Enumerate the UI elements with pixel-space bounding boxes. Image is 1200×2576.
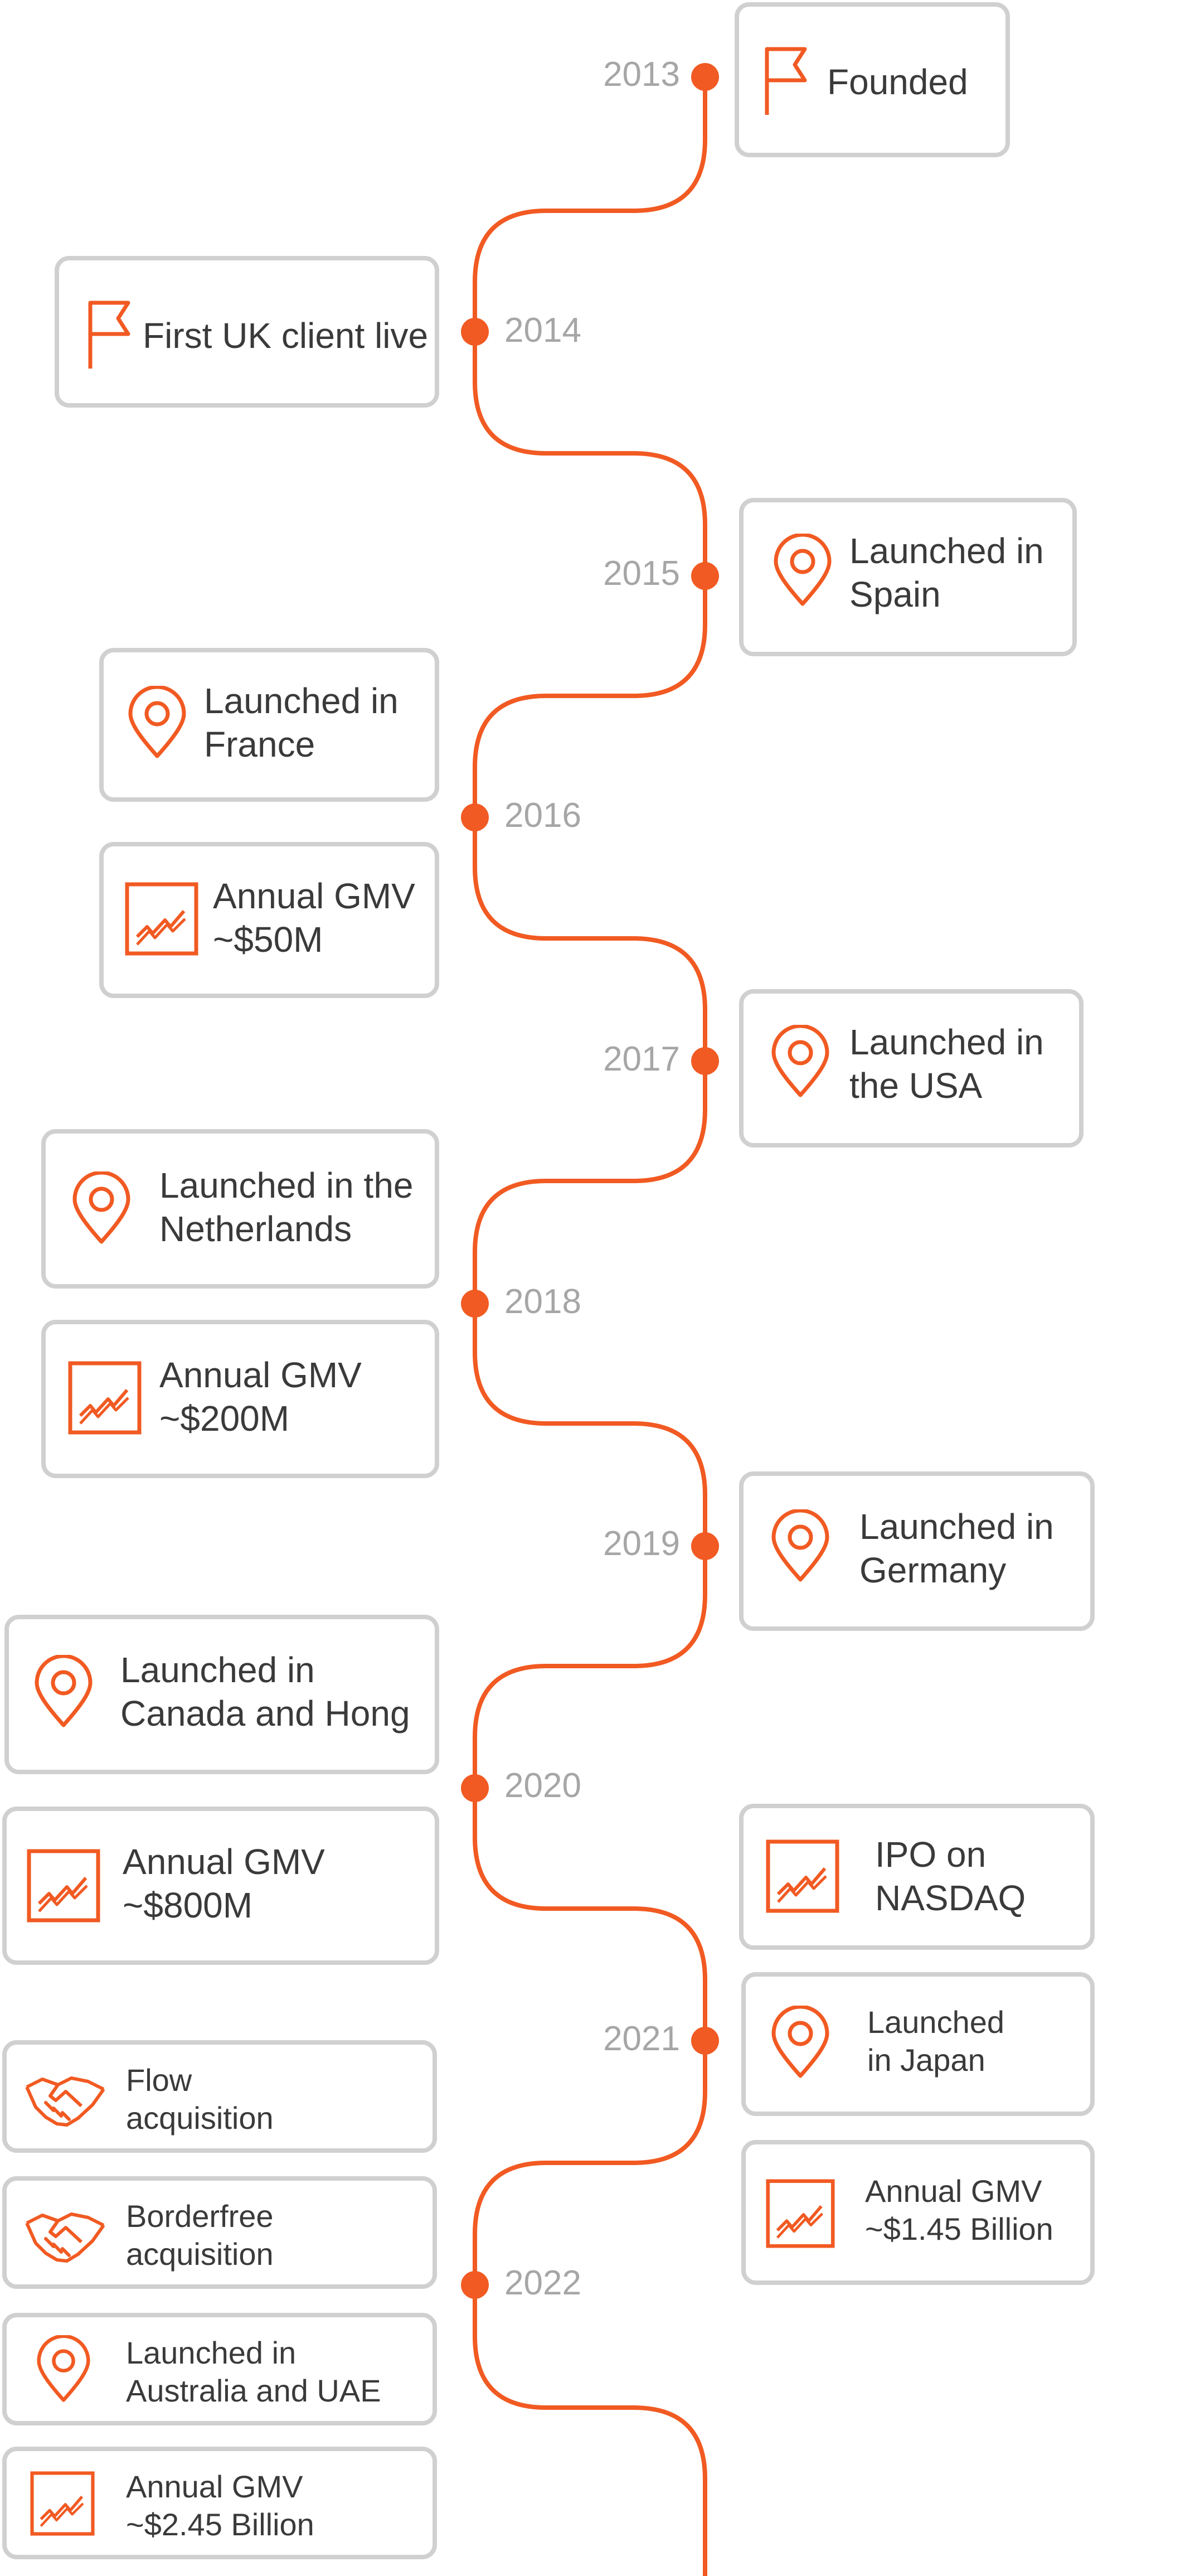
milestone-card-gmv200: Annual GMV ~$200M (41, 1320, 439, 1478)
milestone-label: Launched in Spain (849, 531, 1044, 615)
milestone-card-australia: Launched in Australia and UAE (2, 2313, 437, 2425)
year-label: 2020 (504, 1766, 581, 1805)
milestone-card-uk: First UK client live (55, 256, 439, 408)
timeline-dot (461, 1774, 489, 1802)
milestone-card-founded: Founded (735, 2, 1010, 157)
handshake-icon (23, 2204, 107, 2265)
milestone-label: Launched in Australia and UAE (126, 2335, 381, 2409)
milestone-card-spain: Launched in Spain (739, 498, 1077, 656)
milestone-card-borderfree: Borderfree acquisition (2, 2176, 437, 2289)
milestone-label: Annual GMV ~$1.45 Billion (865, 2173, 1053, 2247)
year-label: 2018 (504, 1282, 581, 1321)
milestone-card-gmv50: Annual GMV ~$50M (99, 842, 439, 998)
milestone-label: Annual GMV ~$200M (159, 1355, 362, 1439)
growth-chart-icon (30, 2471, 95, 2536)
location-pin-icon (33, 1655, 94, 1728)
milestone-card-gmv145: Annual GMV ~$1.45 Billion (741, 2140, 1095, 2285)
milestone-card-usa: Launched in the USA (739, 989, 1084, 1147)
year-label: 2017 (603, 1040, 680, 1078)
milestone-card-japan: Launched in Japan (741, 1972, 1095, 2116)
milestone-card-flow: Flow acquisition (2, 2040, 437, 2153)
growth-chart-icon (766, 2179, 835, 2248)
milestone-label: Launched in Japan (867, 2004, 1005, 2078)
location-pin-icon (770, 2006, 830, 2079)
timeline-dot (691, 2027, 719, 2055)
milestone-card-canada: Launched in Canada and Hong (4, 1615, 439, 1774)
location-pin-icon (770, 1025, 830, 1098)
timeline-dot (691, 63, 719, 91)
timeline-dot (461, 803, 489, 831)
timeline-dot (461, 1290, 489, 1318)
milestone-label: Launched in the Netherlands (159, 1165, 414, 1250)
milestone-card-gmv245: Annual GMV ~$2.45 Billion (2, 2447, 437, 2559)
milestone-label: Founded (827, 62, 968, 102)
year-label: 2014 (504, 311, 581, 350)
year-label: 2022 (504, 2264, 581, 2302)
milestone-card-netherlands: Launched in the Netherlands (41, 1129, 439, 1289)
year-label: 2016 (504, 796, 581, 835)
location-pin-icon (773, 534, 833, 607)
location-pin-icon (127, 686, 187, 759)
milestone-label: Flow acquisition (126, 2062, 274, 2136)
flag-icon (86, 299, 137, 369)
flag-icon (762, 46, 814, 115)
year-label: 2013 (603, 55, 680, 94)
growth-chart-icon (125, 882, 198, 956)
milestone-label: Launched in Canada and Hong (120, 1650, 410, 1734)
location-pin-icon (36, 2335, 91, 2403)
location-pin-icon (770, 1509, 830, 1583)
growth-chart-icon (68, 1361, 142, 1435)
milestone-label: Annual GMV ~$50M (213, 876, 415, 960)
milestone-label: Launched in the USA (849, 1022, 1044, 1106)
milestone-label: IPO on NASDAQ (875, 1834, 1026, 1919)
milestone-card-germany: Launched in Germany (739, 1471, 1095, 1631)
milestone-label: Launched in France (204, 681, 399, 765)
year-label: 2019 (603, 1524, 680, 1563)
year-label: 2015 (603, 554, 680, 593)
milestone-label: First UK client live (143, 316, 429, 356)
growth-chart-icon (27, 1849, 100, 1923)
timeline-dot (461, 318, 489, 346)
milestone-label: Launched in Germany (859, 1507, 1054, 1591)
milestone-card-gmv800: Annual GMV ~$800M (2, 1807, 439, 1965)
milestone-card-ipo: IPO on NASDAQ (739, 1804, 1095, 1950)
milestone-label: Annual GMV ~$800M (123, 1842, 325, 1926)
timeline-dot (691, 1532, 719, 1560)
milestone-card-france: Launched in France (99, 648, 439, 802)
timeline-dot (461, 2271, 489, 2299)
milestone-label: Annual GMV ~$2.45 Billion (126, 2469, 314, 2543)
milestone-label: Borderfree acquisition (126, 2199, 274, 2272)
year-label: 2021 (603, 2020, 680, 2058)
timeline-dot (691, 1047, 719, 1075)
timeline-dot (691, 562, 719, 590)
growth-chart-icon (766, 1839, 839, 1913)
location-pin-icon (71, 1171, 132, 1245)
handshake-icon (23, 2068, 107, 2129)
